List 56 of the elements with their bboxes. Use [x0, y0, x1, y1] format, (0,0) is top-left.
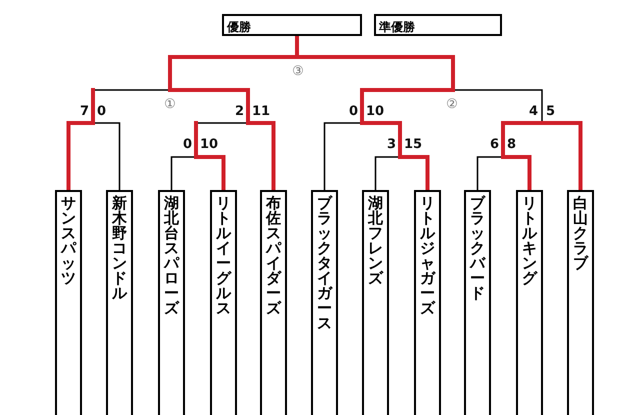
team-name: サンスパッツ [61, 196, 76, 286]
result-label: 優勝 [227, 19, 251, 35]
score-label: 11 [252, 105, 270, 119]
score-label: 3 [386, 138, 396, 152]
result-label: 準優勝 [379, 19, 415, 35]
score-label: 10 [366, 105, 384, 119]
bracket-line [453, 89, 543, 123]
team-name: 湖北台スパローズ [164, 196, 179, 316]
team-box [516, 190, 543, 415]
bracket-line [324, 122, 362, 190]
bracket-line [170, 156, 196, 190]
team-box [260, 190, 287, 415]
result-box [222, 14, 362, 36]
match-number: ② [446, 98, 458, 112]
bracket-line [540, 121, 582, 190]
result-box [374, 14, 502, 36]
team-name: 白山クラブ [573, 196, 588, 271]
score-label: 0 [97, 105, 106, 119]
score-label: 4 [528, 105, 538, 119]
score-label: 5 [546, 105, 556, 119]
bracket-line [398, 155, 430, 190]
team-name: 湖北フレンズ [368, 196, 383, 286]
team-name: リトルキング [522, 196, 537, 286]
team-box [362, 190, 389, 415]
score-label: 0 [348, 105, 358, 119]
bracket-line [196, 122, 248, 124]
team-box [464, 190, 491, 415]
team-box [158, 190, 185, 415]
score-label: 7 [80, 105, 89, 119]
team-box [311, 190, 338, 415]
score-label: 8 [507, 138, 516, 152]
team-box [210, 190, 237, 415]
bracket-line [93, 89, 170, 91]
bracket-line [91, 88, 95, 125]
team-box [106, 190, 133, 415]
team-name: 布佐スパイダーズ [266, 196, 281, 316]
bracket-line [194, 155, 226, 190]
bracket-line [476, 156, 503, 190]
team-box [414, 190, 441, 415]
score-label: 10 [200, 138, 218, 152]
bracket-line [93, 122, 120, 190]
team-name: 新木野コンドル [112, 196, 127, 301]
bracket-line [374, 156, 400, 190]
match-number: ③ [292, 65, 304, 79]
score-label: 6 [490, 138, 499, 152]
score-label: 2 [234, 105, 244, 119]
score-label: 0 [182, 138, 192, 152]
team-name: ブラックタイガース [317, 196, 332, 331]
team-box [567, 190, 594, 415]
team-box [55, 190, 82, 415]
match-number: ① [164, 98, 176, 112]
team-name: リトルジャガーズ [420, 196, 435, 316]
score-label: 15 [404, 138, 422, 152]
team-name: ブラックバード [470, 196, 485, 301]
team-name: リトルイーグルス [216, 196, 231, 316]
bracket-line [295, 55, 455, 92]
